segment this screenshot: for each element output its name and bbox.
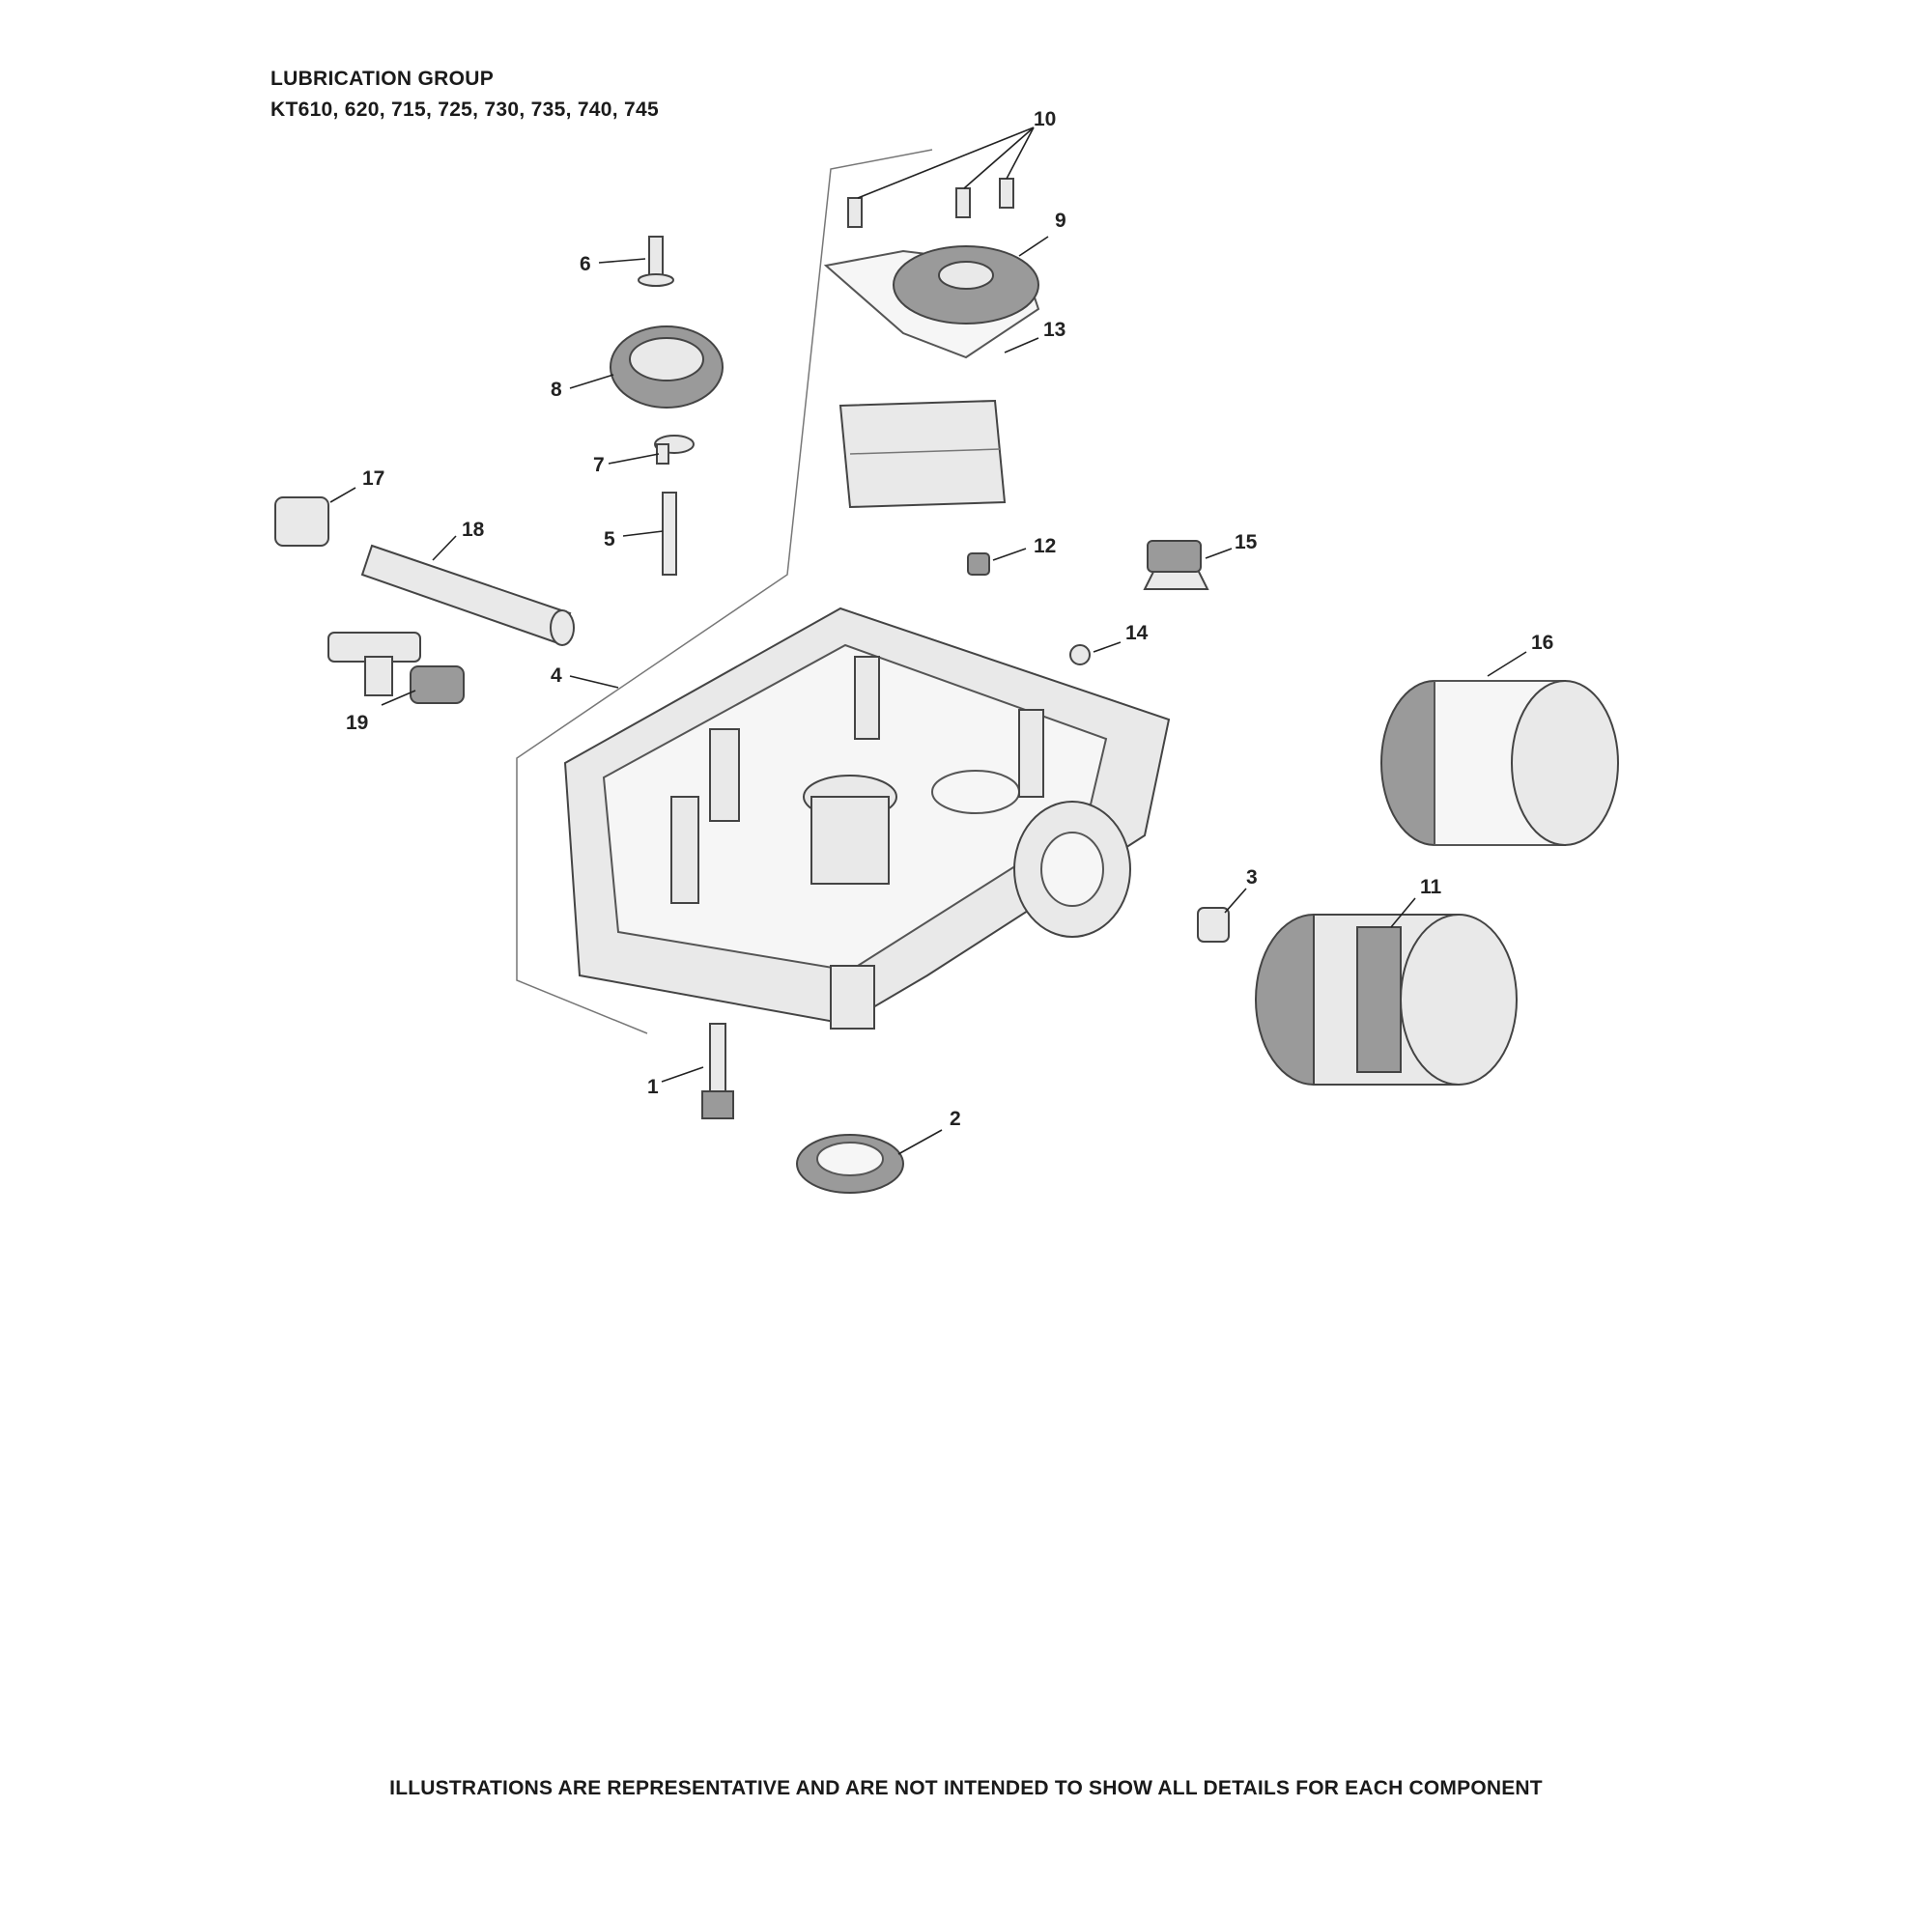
callout-16: 16 xyxy=(1531,632,1553,654)
disclaimer-note: ILLUSTRATIONS ARE REPRESENTATIVE AND ARE… xyxy=(389,1777,1543,1799)
callout-13: 13 xyxy=(1043,319,1065,341)
oil-pump xyxy=(823,245,1040,359)
callout-6: 6 xyxy=(580,253,591,275)
callout-9: 9 xyxy=(1055,210,1066,232)
pin xyxy=(662,492,677,576)
callout-7: 7 xyxy=(593,454,605,476)
callout-3: 3 xyxy=(1246,866,1258,889)
callout-14: 14 xyxy=(1125,622,1149,644)
plug xyxy=(1069,644,1091,665)
pump-gear-small xyxy=(610,325,724,409)
bolt xyxy=(701,1023,734,1119)
callout-4: 4 xyxy=(551,664,562,687)
oil-filter xyxy=(1255,914,1518,1086)
oil-pan xyxy=(563,607,1171,1030)
callout-1: 1 xyxy=(647,1076,659,1098)
callout-5: 5 xyxy=(604,528,615,551)
screws xyxy=(847,178,1014,228)
callout-15: 15 xyxy=(1235,531,1258,553)
oil-seal xyxy=(796,1134,904,1194)
group-outline xyxy=(516,149,933,1034)
spring xyxy=(967,552,990,576)
callout-10: 10 xyxy=(1034,108,1056,130)
leader-lines xyxy=(329,127,1527,1155)
tube xyxy=(360,544,575,646)
callout-2: 2 xyxy=(950,1108,961,1130)
washer xyxy=(654,435,695,465)
callout-11: 11 xyxy=(1420,876,1442,898)
callout-12: 12 xyxy=(1034,535,1056,557)
fitting xyxy=(327,632,465,704)
callout-18: 18 xyxy=(462,519,485,541)
oil-screen xyxy=(838,399,1007,509)
callout-17: 17 xyxy=(362,467,384,490)
callout-19: 19 xyxy=(346,712,368,734)
diagram-title: LUBRICATION GROUP xyxy=(270,68,495,90)
filter-adapter xyxy=(1197,907,1230,943)
callout-8: 8 xyxy=(551,379,562,401)
oil-filter-alt xyxy=(1380,680,1619,846)
model-list: KT610, 620, 715, 725, 730, 735, 740, 745 xyxy=(270,99,659,121)
pressure-switch xyxy=(1143,540,1209,590)
cap xyxy=(274,496,329,547)
shaft xyxy=(638,236,674,287)
